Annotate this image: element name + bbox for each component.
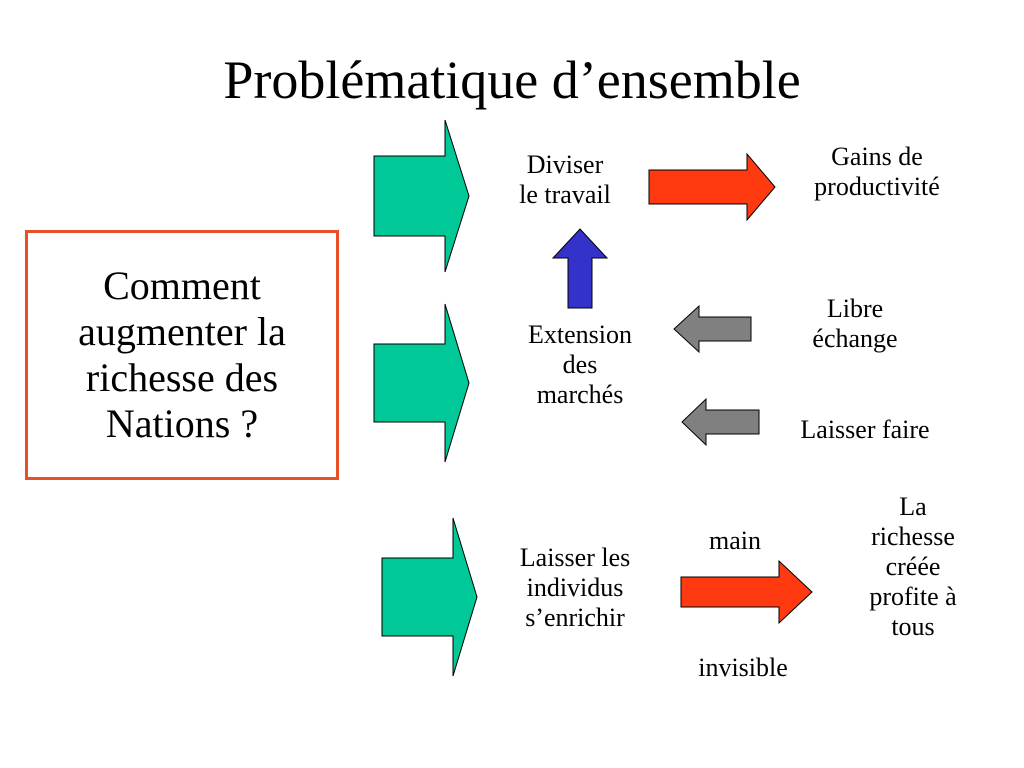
grey-left-arrow-icon	[673, 304, 752, 354]
productivity-gains-label: Gains de productivité	[814, 142, 940, 201]
market-extension-label: Extension des marchés	[528, 320, 632, 409]
wealth-benefits-all-label: La richesse créée profite à tous	[869, 492, 957, 641]
grey-left-arrow-icon	[681, 397, 760, 447]
laissez-faire-label: Laisser faire	[800, 415, 930, 444]
free-trade-label: Libre échange	[812, 294, 898, 353]
blue-up-arrow-icon	[551, 228, 609, 309]
green-arrow-icon	[373, 303, 470, 463]
green-arrow-icon	[373, 119, 470, 273]
slide-title: Problématique d’ensemble	[223, 50, 801, 110]
invisible-hand-top-label: main	[709, 526, 761, 555]
red-arrow-icon	[648, 152, 776, 222]
green-arrow-icon	[381, 517, 478, 677]
question-box: Comment augmenter la richesse des Nation…	[25, 230, 339, 480]
red-arrow-icon	[680, 559, 813, 625]
invisible-hand-bottom-label: invisible	[698, 653, 788, 682]
individuals-enrich-label: Laisser les individus s’enrichir	[519, 543, 631, 632]
question-text: Comment augmenter la richesse des Nation…	[78, 263, 286, 446]
divide-labor-label: Diviser le travail	[519, 150, 611, 209]
